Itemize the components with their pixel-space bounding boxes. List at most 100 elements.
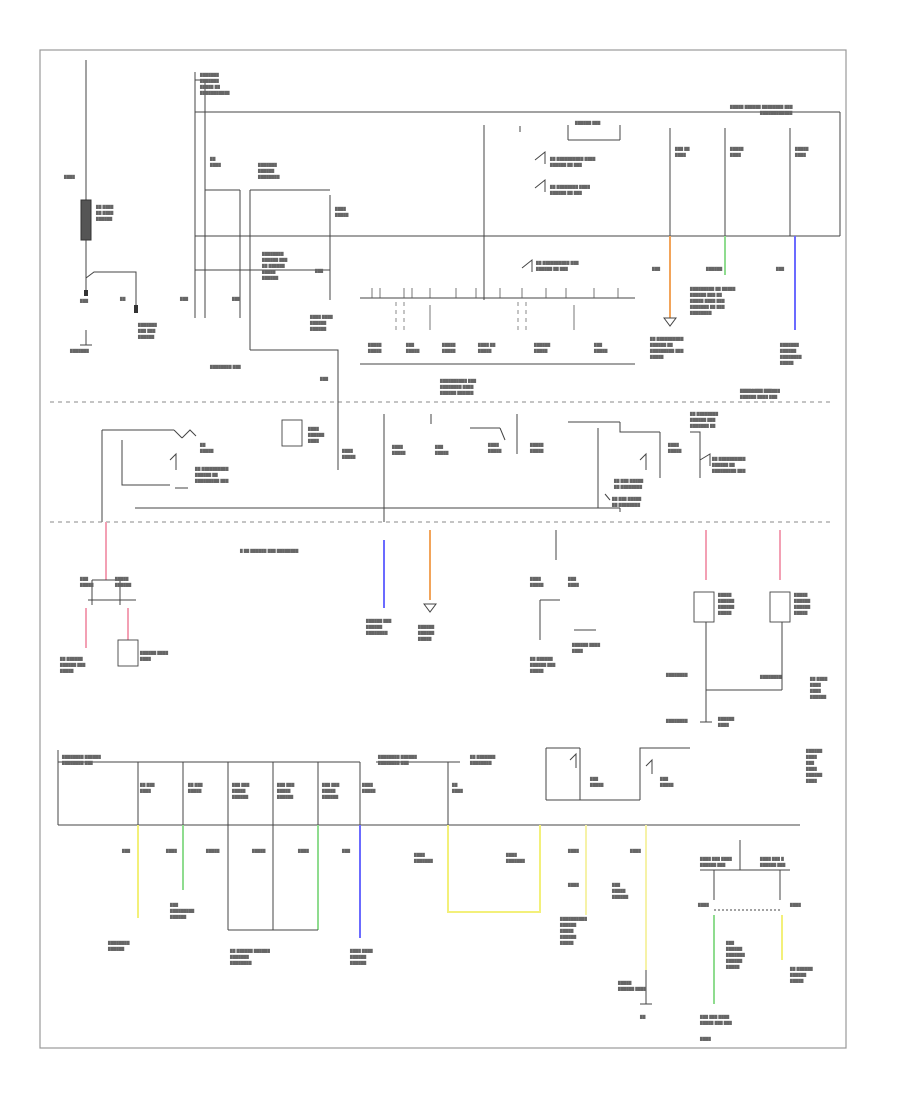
svg-text:██████ ████ ███: ██████ ████ ███ <box>739 394 778 399</box>
svg-text:████: ████ <box>63 174 75 179</box>
svg-text:██████ ██ ███: ██████ ██ ███ <box>535 266 568 271</box>
svg-text:██████: ██████ <box>321 794 338 799</box>
svg-text:██████ ███: ██████ ███ <box>59 662 86 667</box>
svg-text:█████: █████ <box>199 448 214 453</box>
svg-text:█████: █████ <box>779 360 794 365</box>
svg-text:████: ████ <box>805 778 817 783</box>
svg-text:█████: █████ <box>477 348 492 353</box>
svg-text:█████ ██████ ████████ ███: █████ ██████ ████████ ███ <box>729 104 793 109</box>
svg-text:█████: █████ <box>434 450 449 455</box>
svg-text:█████: █████ <box>729 146 744 151</box>
svg-text:██: ██ <box>199 442 206 447</box>
svg-text:█████████: █████████ <box>169 908 195 913</box>
svg-text:█████: █████ <box>717 610 732 615</box>
svg-text:█████: █████ <box>391 450 406 455</box>
wire-yellow-loop <box>447 825 541 913</box>
svg-text:██████ ██ ███: ██████ ██ ███ <box>549 190 582 195</box>
svg-text:████████: ████████ <box>689 310 712 315</box>
svg-text:███████ ██: ███████ ██ <box>689 423 716 428</box>
svg-text:████: ████ <box>297 848 309 853</box>
svg-text:█████: █████ <box>367 348 382 353</box>
svg-text:██████: ██████ <box>231 794 248 799</box>
svg-text:███: ███ <box>405 342 414 347</box>
svg-text:███████: ███████ <box>69 348 89 353</box>
component-sensor-a <box>117 639 139 667</box>
svg-text:████: ████ <box>567 848 579 853</box>
svg-text:███: ███ <box>567 576 576 581</box>
svg-text:██████ ███: ██████ ███ <box>574 120 601 125</box>
svg-text:██████: ██████ <box>805 772 822 777</box>
svg-text:██████████ ███: ██████████ ███ <box>439 378 476 383</box>
svg-text:███████████: ███████████ <box>199 90 230 95</box>
svg-text:██ ██████: ██ ██████ <box>261 263 285 268</box>
svg-text:████: ████ <box>571 648 583 653</box>
svg-text:██████: ██████ <box>309 320 326 325</box>
svg-text:████ ████: ████ ████ <box>309 314 333 319</box>
svg-text:██████ ███: ██████ ███ <box>759 862 786 867</box>
svg-text:████: ████ <box>809 682 821 687</box>
svg-text:█████ ███ ███: █████ ███ ███ <box>699 1020 732 1025</box>
svg-text:██████: ██████ <box>725 946 742 951</box>
svg-text:█████: █████ <box>187 788 202 793</box>
svg-text:████: ████ <box>361 782 373 787</box>
svg-text:████: ████ <box>391 444 403 449</box>
svg-text:███: ███ <box>231 296 240 301</box>
svg-text:█████: █████ <box>487 448 502 453</box>
svg-text:██████ ███: ██████ ███ <box>689 417 716 422</box>
svg-text:███████: ███████ <box>779 342 799 347</box>
svg-text:██████: ██████ <box>365 624 382 629</box>
svg-text:█████: █████ <box>529 448 544 453</box>
svg-text:████: ████ <box>139 788 151 793</box>
svg-text:███████: ███████ <box>199 78 219 83</box>
svg-text:█ ██ ██████ ███ ████████: █ ██ ██████ ███ ████████ <box>239 548 299 553</box>
svg-text:█████: █████ <box>533 348 548 353</box>
svg-text:█████: █████ <box>59 668 74 673</box>
svg-text:████: ████ <box>209 162 221 167</box>
svg-text:█████: █████ <box>725 964 740 969</box>
svg-text:████: ████ <box>789 902 801 907</box>
svg-text:████: ████ <box>451 788 463 793</box>
svg-text:███: ███ <box>611 882 620 887</box>
svg-text:██████: ██████ <box>725 958 742 963</box>
svg-text:████: ████ <box>341 448 353 453</box>
svg-text:█████████ ██ █████: █████████ ██ █████ <box>689 286 736 291</box>
svg-text:█████: █████ <box>417 636 432 641</box>
svg-text:█████████ ███: █████████ ███ <box>649 348 684 353</box>
svg-text:███: ███ <box>775 266 784 271</box>
svg-text:█████: █████ <box>441 348 456 353</box>
svg-text:███: ███ <box>725 940 734 945</box>
svg-text:████ ████: ████ ████ <box>349 948 373 953</box>
svg-text:█████ ███ ██████: █████ ███ ██████ <box>739 388 780 393</box>
svg-text:██████ ██: ██████ ██ <box>194 472 218 477</box>
svg-text:██████: ██████ <box>309 326 326 331</box>
svg-text:██ ██████████ ███: ██ ██████████ ███ <box>535 260 579 265</box>
svg-text:██████: ██████ <box>793 598 810 603</box>
svg-text:██████████: ██████████ <box>559 916 587 921</box>
svg-text:██ ████████ ████: ██ ████████ ████ <box>549 184 590 189</box>
svg-text:██ ██████████: ██ ██████████ <box>649 336 684 341</box>
svg-text:█████: █████ <box>251 848 266 853</box>
svg-text:█████: █████ <box>717 592 732 597</box>
svg-text:█████: █████ <box>334 212 349 217</box>
ecm-section: ██ █████ ██ ██████████ ██████ ██ ███████… <box>101 388 772 522</box>
svg-text:██: ██ <box>451 782 458 787</box>
svg-text:█████████ ███: █████████ ███ <box>711 468 746 473</box>
engine-room-fuse-box: ███████ ███████ █████ ██ ███████████ ███… <box>179 72 841 400</box>
battery-fusible-link <box>80 199 92 241</box>
svg-text:████████: ████████ <box>759 674 782 679</box>
svg-text:█████: █████ <box>529 582 544 587</box>
svg-text:███: ███ <box>319 376 328 381</box>
svg-text:██████: ██████ <box>789 972 806 977</box>
svg-text:████████: ████████ <box>665 672 688 677</box>
starter-fuse-block <box>134 305 138 313</box>
svg-text:█████: █████ <box>789 978 804 983</box>
svg-text:██████: ██████ <box>349 960 366 965</box>
svg-text:███: ███ <box>651 266 660 271</box>
svg-text:██ ██████████ ████: ██ ██████████ ████ <box>549 156 596 161</box>
svg-text:██████: ██████ <box>307 432 324 437</box>
svg-text:██████: ██████ <box>779 348 796 353</box>
svg-text:████: ████ <box>729 152 741 157</box>
svg-text:███████: ███████ <box>413 858 433 863</box>
svg-text:██████: ██████ <box>417 624 434 629</box>
